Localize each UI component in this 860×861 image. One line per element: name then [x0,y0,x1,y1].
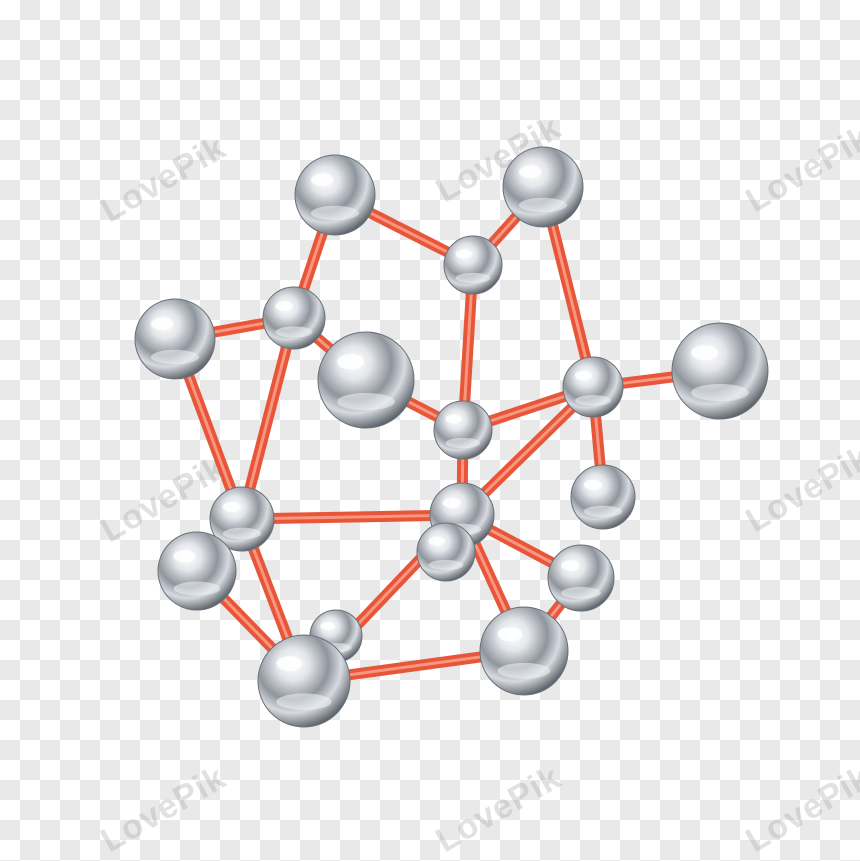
atom-sphere [294,154,376,236]
bond-highlight [240,316,296,521]
atom-sphere [257,634,351,728]
atom-sphere [562,356,624,418]
atom-sphere [433,400,493,460]
atom-sphere [479,606,569,696]
atom-sphere [443,235,503,295]
bond-highlight [240,513,464,521]
atom-sphere [671,322,769,420]
atom-sphere [134,298,216,380]
atom-group [134,146,769,728]
atom-sphere [502,146,584,228]
atom-sphere [317,331,415,429]
atom-sphere [416,522,476,582]
atom-sphere [570,464,636,530]
atom-sphere [157,531,237,611]
atom-sphere [262,286,326,350]
atom-sphere [209,486,275,552]
atom-sphere [547,544,615,612]
